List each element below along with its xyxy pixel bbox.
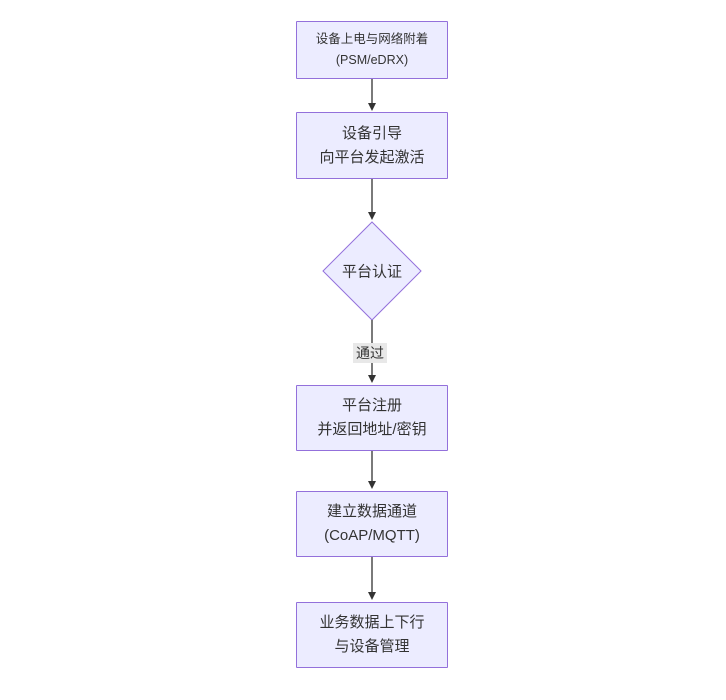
flow-node-platform-register: 平台注册 并返回地址/密钥 [296, 385, 448, 451]
node-text-line: (PSM/eDRX) [335, 53, 409, 67]
node-text-line: 设备引导 [341, 124, 402, 142]
arrowhead-icon [368, 375, 376, 383]
flow-node-device-power-network-attach: 设备上电与网络附着 (PSM/eDRX) [296, 21, 448, 79]
node-text-line: 建立数据通道 [326, 503, 417, 520]
node-text-line: 设备上电与网络附着 [315, 32, 429, 46]
decision-diamond-label: 平台认证 [341, 263, 403, 281]
node-text-line: (CoAP/MQTT) [324, 527, 420, 544]
flow-node-data-channel: 建立数据通道 (CoAP/MQTT) [296, 491, 448, 557]
flow-node-business-data: 业务数据上下行 与设备管理 [296, 602, 448, 668]
node-text-line: 平台注册 [341, 397, 402, 414]
edge-label-pass: 通过 [353, 343, 387, 363]
flow-node-device-bootstrap: 设备引导 向平台发起激活 [296, 112, 448, 179]
arrowhead-icon [368, 592, 376, 600]
node-text-line: 业务数据上下行 [319, 614, 425, 631]
arrowhead-icon [368, 212, 376, 220]
arrowhead-icon [368, 481, 376, 489]
arrowhead-icon [368, 103, 376, 111]
node-text-line: 向平台发起激活 [319, 148, 425, 166]
node-text-line: 并返回地址/密钥 [317, 421, 427, 438]
node-text-line: 与设备管理 [334, 638, 410, 655]
